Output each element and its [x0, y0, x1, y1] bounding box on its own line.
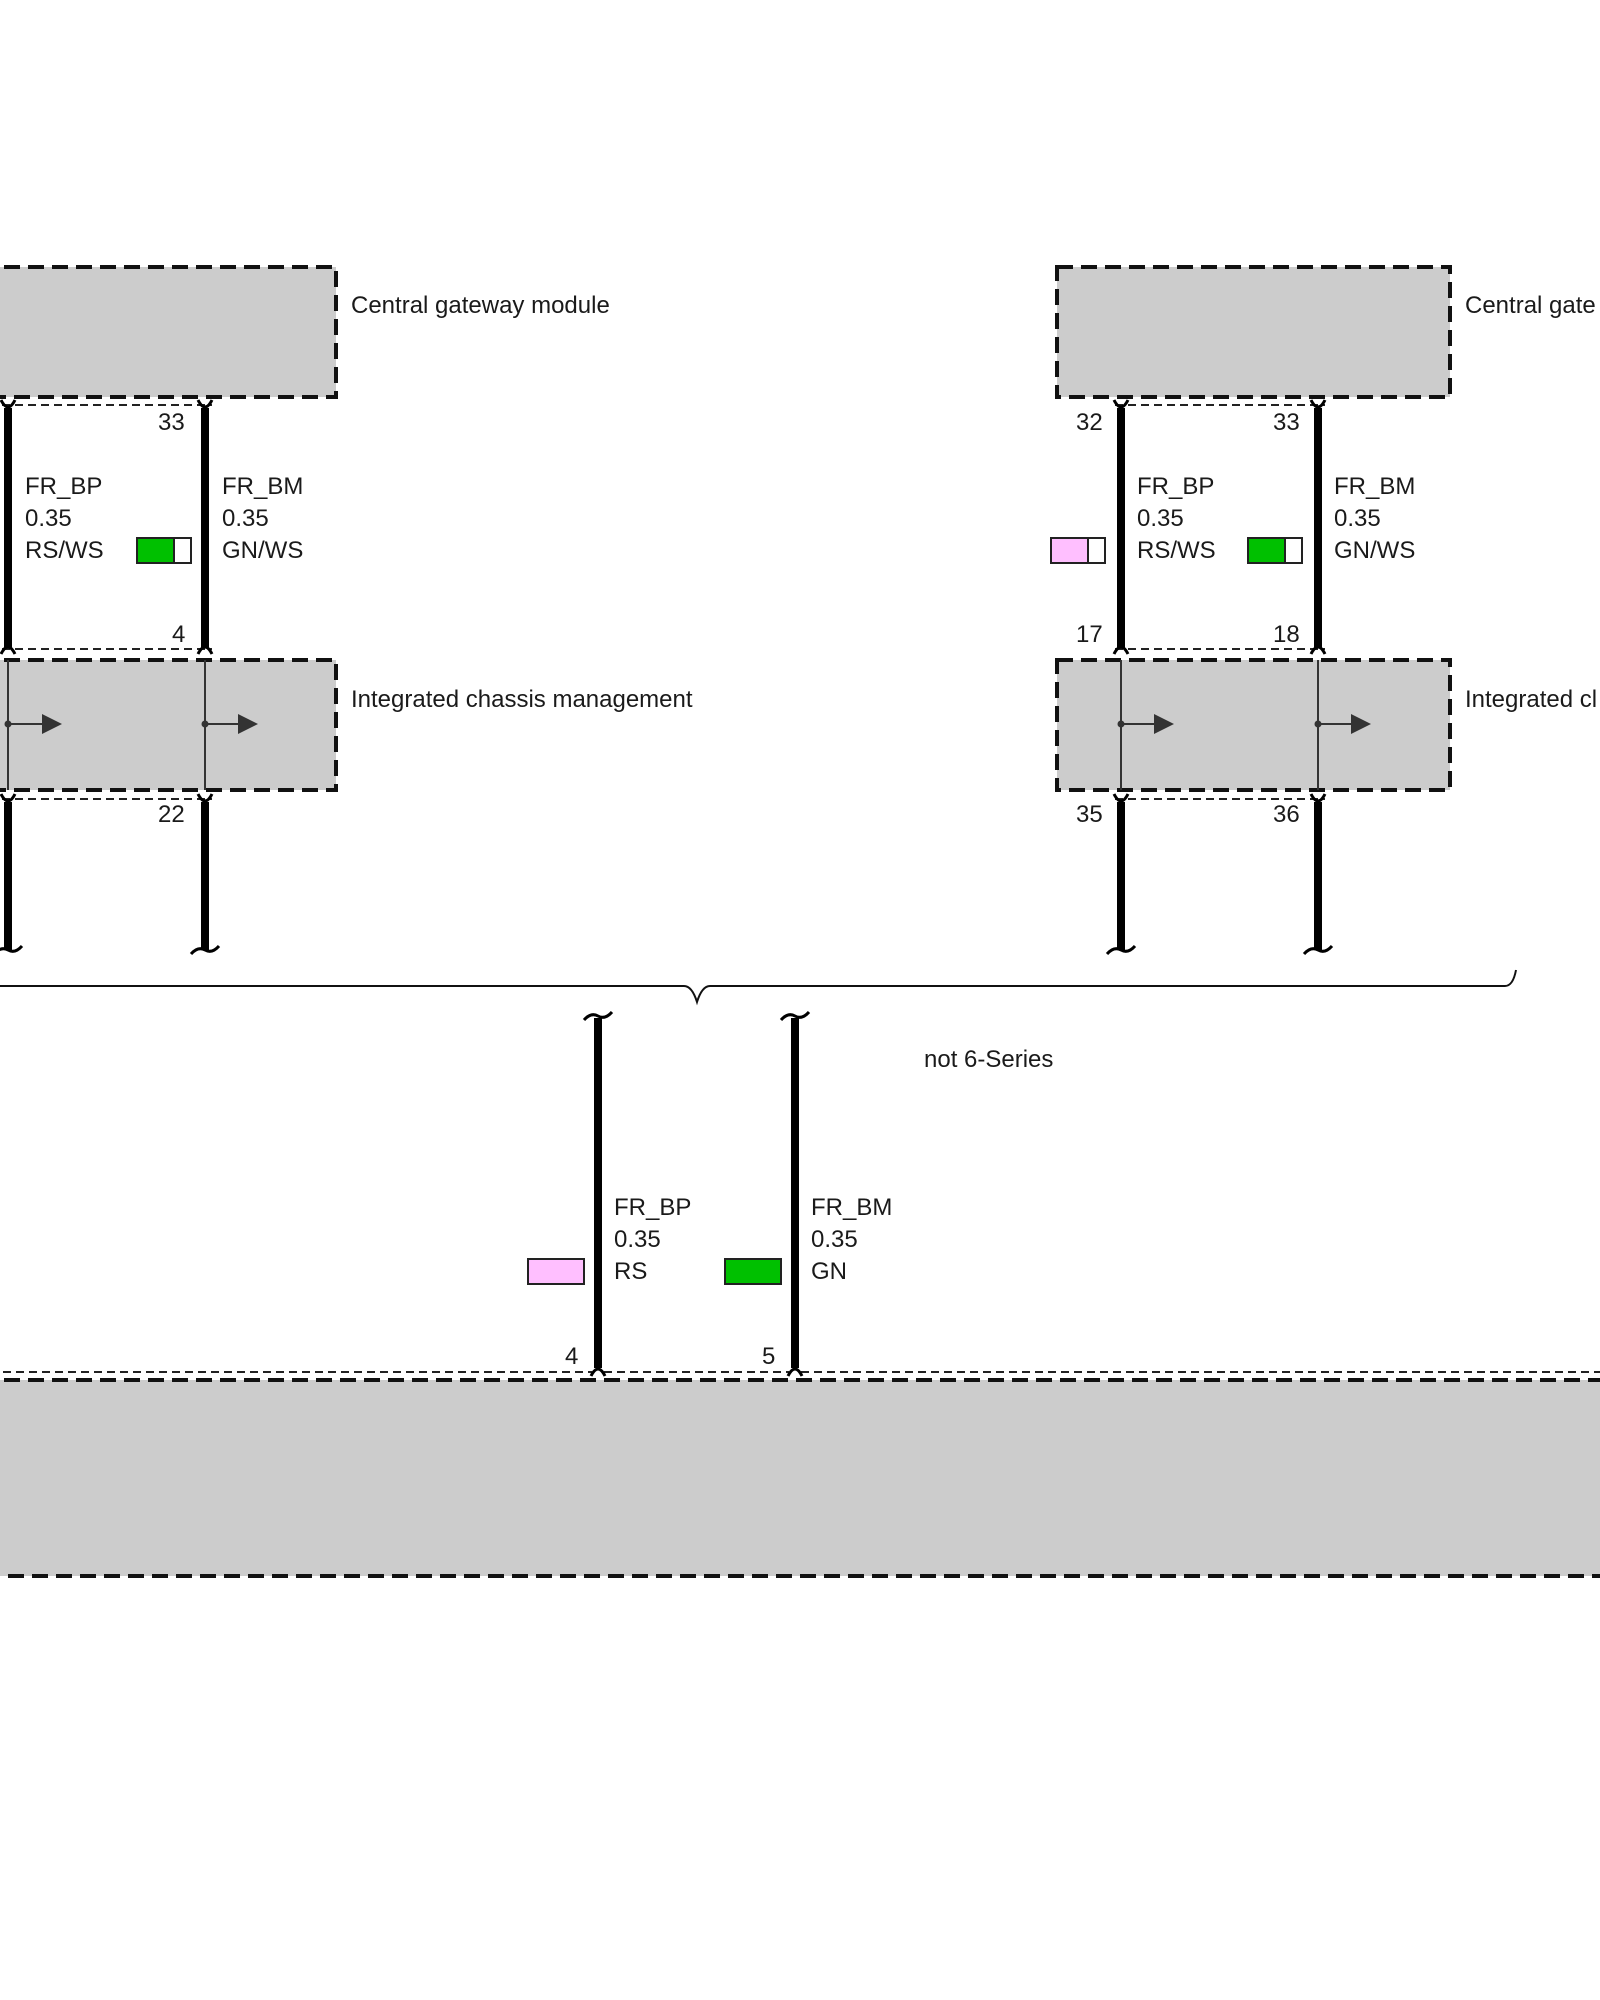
right-fr-bm-color: GN/WS	[1334, 537, 1415, 564]
bottom-circuit: not 6-Series FR_BP 0.35 RS FR_BM 0.35 GN…	[0, 1010, 1600, 1578]
left-fr-bm-pin-mid: 4	[172, 621, 185, 648]
left-wire-fr-bp-mid-terminal	[0, 645, 17, 655]
left-fr-bm-color-swatch-ws	[173, 537, 192, 564]
right-fr-bm-pin-top: 33	[1273, 409, 1300, 436]
left-wire-fr-bm-mid-terminal	[196, 645, 214, 655]
left-fr-bm-color-swatch-gn	[136, 537, 175, 564]
variant-note-label: not 6-Series	[924, 1046, 1053, 1073]
left-fr-bm-color: GN/WS	[222, 537, 303, 564]
left-wire-fr-bm-break-symbol	[189, 944, 221, 956]
left-fr-bm-pin-bottom: 22	[158, 801, 185, 828]
right-fr-bp-color-swatch-ws	[1087, 537, 1106, 564]
bottom-fr-bm-name: FR_BM	[811, 1194, 892, 1221]
left-wire-fr-bm-top-terminal	[196, 399, 214, 409]
bottom-fr-bp-color-swatch-rs	[527, 1258, 585, 1285]
bottom-wire-fr-bm-break-symbol	[779, 1010, 811, 1022]
right-fr-bp-color-swatch-rs	[1050, 537, 1089, 564]
right-fr-bm-size: 0.35	[1334, 505, 1381, 532]
left-fr-bm-pin-top: 33	[158, 409, 185, 436]
right-fr-bm-color-swatch-ws	[1284, 537, 1303, 564]
left-wire-fr-bp-break-symbol	[0, 944, 24, 953]
right-fr-bm-color-swatch-gn	[1247, 537, 1286, 564]
bottom-wire-fr-bm-terminal	[786, 1367, 804, 1377]
variant-grouping-brace	[0, 969, 1517, 1006]
right-fr-bm-pin-mid: 18	[1273, 621, 1300, 648]
bottom-fr-bp-name: FR_BP	[614, 1194, 691, 1221]
right-fr-bp-pin-mid: 17	[1076, 621, 1103, 648]
right-fr-bp-size: 0.35	[1137, 505, 1184, 532]
left-fr-bp-color: RS/WS	[25, 537, 104, 564]
left-wire-fr-bp-lower-terminal	[0, 793, 17, 803]
right-central-gateway-module-box[interactable]	[1055, 265, 1452, 399]
bottom-fr-bm-color-swatch-gn	[724, 1258, 782, 1285]
right-integrated-chassis-management-label: Integrated cl	[1465, 686, 1597, 713]
left-integrated-chassis-management-label: Integrated chassis management	[351, 686, 693, 713]
left-chassis-arrowhead-bm	[238, 714, 258, 734]
bottom-control-module-box[interactable]	[0, 1378, 1600, 1578]
bottom-fr-bp-color: RS	[614, 1258, 647, 1285]
right-chassis-arrowhead-bm	[1351, 714, 1371, 734]
left-chassis-arrowhead-bp	[42, 714, 62, 734]
right-wire-fr-bm-mid-terminal	[1309, 645, 1327, 655]
right-wire-fr-bm-top-terminal	[1309, 399, 1327, 409]
right-fr-bp-pin-bottom: 35	[1076, 801, 1103, 828]
right-circuit: Central gate 32 33 FR_BP 0.35 RS/WS FR_B…	[1050, 265, 1597, 956]
left-central-gateway-module-label: Central gateway module	[351, 292, 610, 319]
bottom-fr-bm-pin: 5	[762, 1343, 775, 1370]
right-central-gateway-module-label: Central gate	[1465, 292, 1596, 319]
left-wire-fr-bp-top-terminal	[0, 399, 17, 409]
right-integrated-chassis-management-box[interactable]	[1055, 658, 1452, 792]
left-fr-bp-size: 0.35	[25, 505, 72, 532]
bottom-fr-bp-pin: 4	[565, 1343, 578, 1370]
left-fr-bm-size: 0.35	[222, 505, 269, 532]
right-wire-fr-bp-break-symbol	[1105, 944, 1137, 956]
left-fr-bp-name: FR_BP	[25, 473, 102, 500]
bottom-wire-fr-bp-break-symbol	[582, 1010, 614, 1022]
bottom-fr-bm-color: GN	[811, 1258, 847, 1285]
bottom-fr-bp-size: 0.35	[614, 1226, 661, 1253]
bottom-fr-bm-size: 0.35	[811, 1226, 858, 1253]
right-fr-bp-color: RS/WS	[1137, 537, 1216, 564]
right-wire-fr-bp-mid-terminal	[1112, 645, 1130, 655]
right-wire-fr-bm-lower-terminal	[1309, 793, 1327, 803]
right-fr-bp-pin-top: 32	[1076, 409, 1103, 436]
left-central-gateway-module-box[interactable]	[0, 265, 338, 399]
right-chassis-arrowhead-bp	[1154, 714, 1174, 734]
right-fr-bp-name: FR_BP	[1137, 473, 1214, 500]
right-wire-fr-bp-top-terminal	[1112, 399, 1130, 409]
left-fr-bm-name: FR_BM	[222, 473, 303, 500]
right-wire-fr-bp-lower-terminal	[1112, 793, 1130, 803]
left-wire-fr-bm-lower-terminal	[196, 793, 214, 803]
left-circuit: Central gateway module 33 FR_BP 0.35 RS/…	[0, 265, 693, 956]
right-fr-bm-name: FR_BM	[1334, 473, 1415, 500]
right-fr-bm-pin-bottom: 36	[1273, 801, 1300, 828]
bottom-wire-fr-bp-terminal	[589, 1367, 607, 1377]
right-wire-fr-bm-break-symbol	[1302, 944, 1334, 956]
